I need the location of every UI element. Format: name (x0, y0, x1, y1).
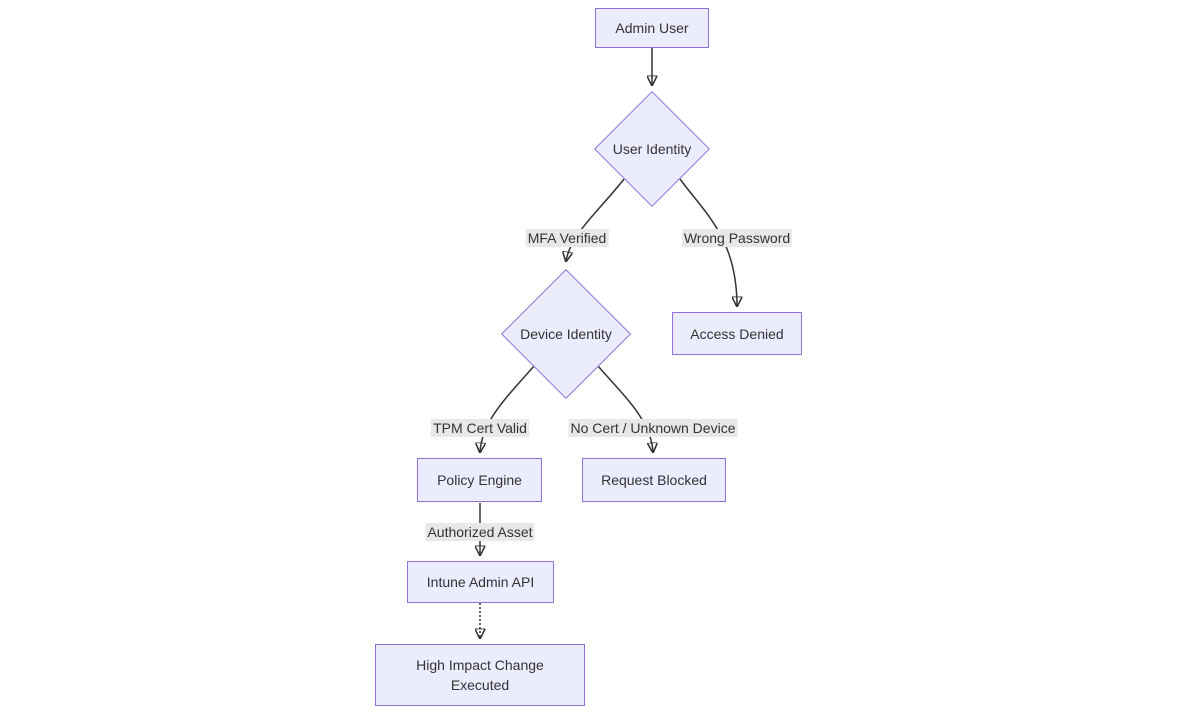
node-label-device-identity: Device Identity (520, 326, 612, 342)
node-label-intune-admin-api: Intune Admin API (426, 574, 535, 590)
edge-label-authorized-asset: Authorized Asset (425, 523, 535, 541)
node-high-impact-change-executed: High Impact Change Executed (375, 644, 585, 706)
node-access-denied: Access Denied (672, 312, 802, 355)
node-label-user-identity: User Identity (612, 141, 692, 157)
node-label-admin-user: Admin User (615, 20, 689, 36)
edge-label-tpm-cert-valid: TPM Cert Valid (431, 419, 529, 437)
node-admin-user: Admin User (595, 8, 709, 48)
node-label-policy-engine: Policy Engine (437, 472, 522, 488)
node-policy-engine: Policy Engine (417, 458, 542, 502)
node-user-identity: User Identity (594, 91, 710, 207)
node-request-blocked: Request Blocked (582, 458, 726, 502)
node-label-request-blocked: Request Blocked (601, 472, 707, 488)
node-label-high-impact-change-executed: High Impact Change Executed (416, 657, 544, 693)
node-device-identity: Device Identity (500, 268, 632, 400)
edge-label-mfa-verified: MFA Verified (525, 229, 609, 247)
node-label-access-denied: Access Denied (690, 325, 784, 342)
edge-label-wrong-password: Wrong Password (681, 229, 793, 247)
node-intune-admin-api: Intune Admin API (407, 561, 554, 603)
edge-label-no-cert-unknown-device: No Cert / Unknown Device (568, 419, 738, 437)
